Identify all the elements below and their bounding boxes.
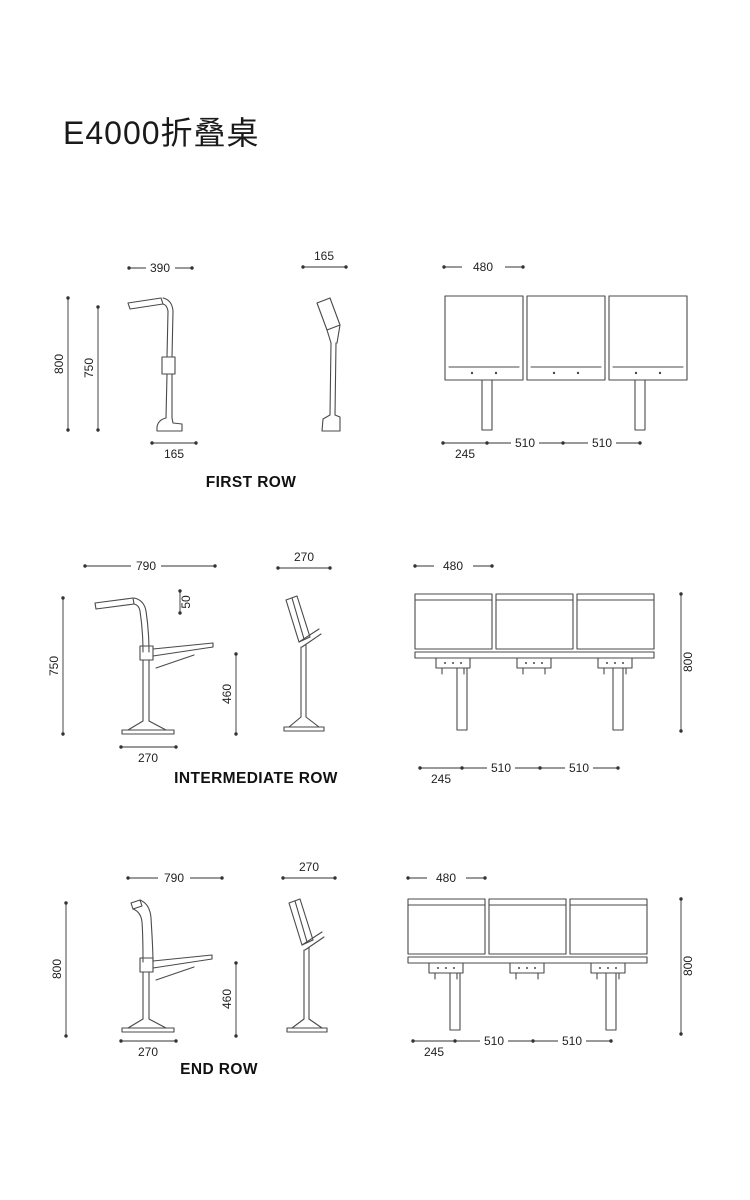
intermediate-row-section: 790 750 50 460 <box>47 550 695 787</box>
dim-end-panel-width: 480 <box>406 871 487 885</box>
dim-label-750-mid: 750 <box>47 656 61 676</box>
dim-first-back-width: 165 <box>301 249 348 269</box>
dim-label-480-end: 480 <box>436 871 456 885</box>
dim-label-165-back: 165 <box>314 249 334 263</box>
intermediate-row-front-view <box>414 593 655 731</box>
dim-end-back-width: 270 <box>281 860 337 880</box>
dim-label-790: 790 <box>136 559 156 573</box>
dim-label-245-end: 245 <box>424 1045 444 1059</box>
dim-label-510a: 510 <box>515 436 535 450</box>
dim-label-480: 480 <box>473 260 493 274</box>
dim-label-460-mid: 460 <box>220 684 234 704</box>
intermediate-row-label: INTERMEDIATE ROW <box>174 770 338 787</box>
first-row-section: 390 800 750 165 <box>52 249 688 491</box>
dim-first-side-width: 390 <box>127 261 194 275</box>
dim-intermediate-base-depth: 270 <box>119 745 178 765</box>
dim-label-800: 800 <box>52 354 66 374</box>
dim-label-270-back-mid: 270 <box>294 550 314 564</box>
dim-label-390: 390 <box>150 261 170 275</box>
dim-intermediate-desk-height: 460 <box>220 652 238 736</box>
end-row-side-view <box>121 899 213 1033</box>
intermediate-row-back-view <box>283 595 325 732</box>
dim-label-50: 50 <box>179 595 193 609</box>
dim-label-270-base-end: 270 <box>138 1045 158 1059</box>
dim-intermediate-panel-width: 480 <box>413 559 494 573</box>
dim-end-desk-height: 460 <box>220 961 238 1038</box>
dim-end-height: 800 <box>50 901 68 1038</box>
dim-end-side-width: 790 <box>126 871 224 885</box>
dim-label-510b-end: 510 <box>562 1034 582 1048</box>
end-row-front-view <box>407 898 648 1031</box>
dim-label-245-mid: 245 <box>431 772 451 786</box>
first-row-side-view <box>127 297 183 432</box>
dim-intermediate-total-height: 800 <box>679 592 695 733</box>
dim-label-510b-mid: 510 <box>569 761 589 775</box>
dim-intermediate-top-gap: 50 <box>178 589 193 615</box>
first-row-label: FIRST ROW <box>206 474 297 491</box>
dim-first-panel-width: 480 <box>442 260 525 274</box>
dim-intermediate-height: 750 <box>47 596 65 736</box>
dim-label-800-mid: 800 <box>681 652 695 672</box>
end-row-label: END ROW <box>180 1061 258 1078</box>
dim-end-base-depth: 270 <box>119 1039 178 1059</box>
dim-end-total-height: 800 <box>679 897 695 1036</box>
dim-label-245: 245 <box>455 447 475 461</box>
dim-label-270-base-mid: 270 <box>138 751 158 765</box>
dim-intermediate-bottom-chain: 245 510 510 <box>418 761 620 786</box>
dim-label-460-end: 460 <box>220 989 234 1009</box>
dim-first-table-height: 750 <box>82 305 100 432</box>
dim-label-270-back-end: 270 <box>299 860 319 874</box>
dim-label-165-base: 165 <box>164 447 184 461</box>
first-row-front-view <box>444 295 688 431</box>
dim-first-base-depth: 165 <box>150 441 198 461</box>
dim-intermediate-side-width: 790 <box>83 559 217 573</box>
dim-label-510a-end: 510 <box>484 1034 504 1048</box>
end-row-section: 790 800 460 270 <box>50 860 695 1078</box>
dim-label-800-end-right: 800 <box>681 956 695 976</box>
intermediate-row-side-view <box>94 597 214 735</box>
dim-intermediate-back-width: 270 <box>276 550 332 570</box>
end-row-back-view <box>286 898 328 1033</box>
dim-label-510a-mid: 510 <box>491 761 511 775</box>
dim-label-510b: 510 <box>592 436 612 450</box>
dim-end-bottom-chain: 245 510 510 <box>411 1034 613 1059</box>
dim-first-total-height: 800 <box>52 296 70 432</box>
page-title: E4000折叠桌 <box>63 115 260 151</box>
dim-label-750: 750 <box>82 358 96 378</box>
dim-label-480-mid: 480 <box>443 559 463 573</box>
first-row-back-view <box>316 297 341 432</box>
dim-label-800-end-left: 800 <box>50 959 64 979</box>
dim-first-bottom-chain: 245 510 510 <box>441 436 642 461</box>
dim-label-790-end: 790 <box>164 871 184 885</box>
